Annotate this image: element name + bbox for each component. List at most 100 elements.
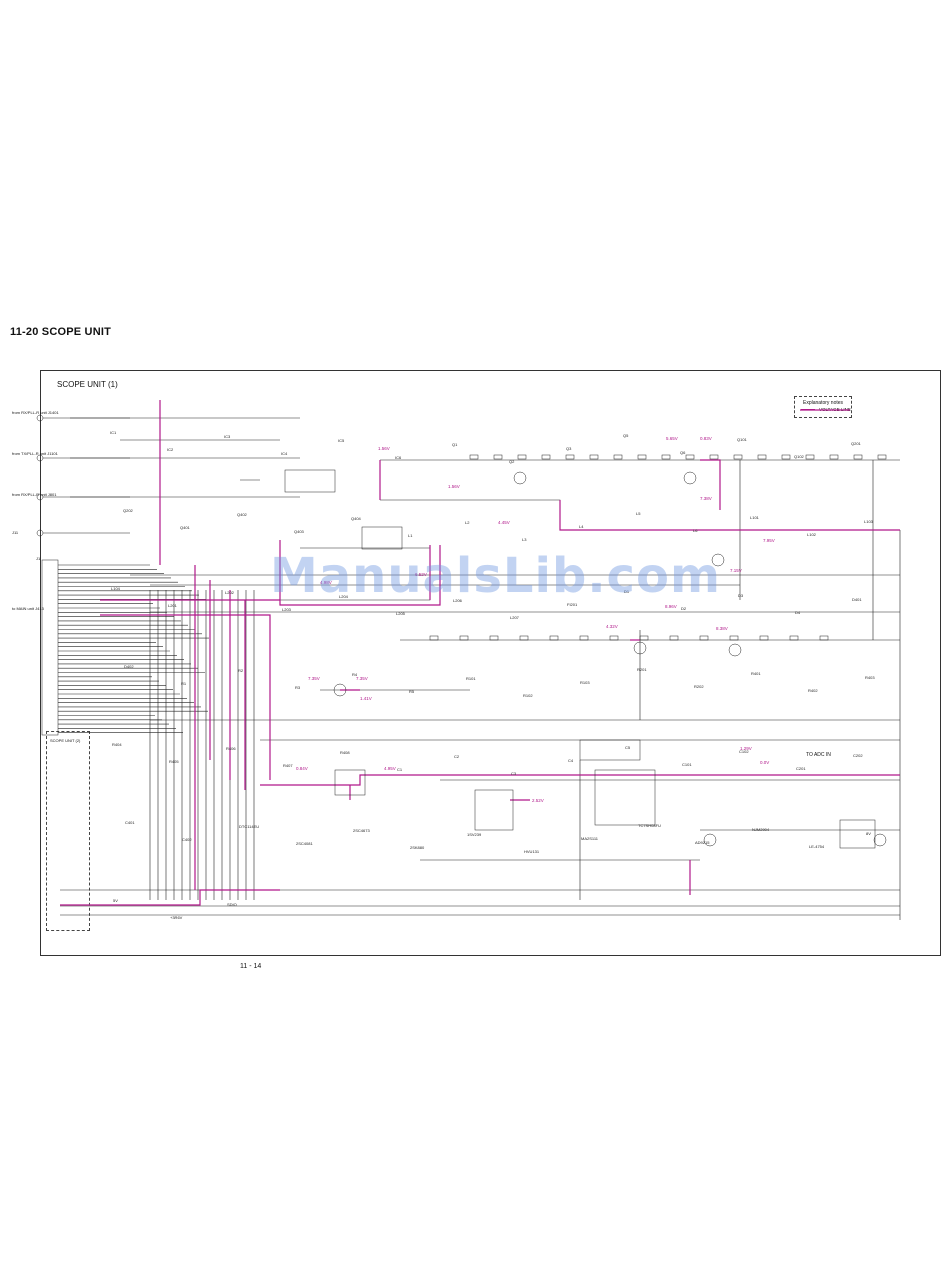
transistor [703,833,717,847]
voltage-label: 1.29V [740,746,752,751]
component-label: 5V [113,898,118,903]
component-label: L102 [807,532,816,537]
component-label: L103 [864,519,873,524]
inductor [669,635,679,641]
component-label: L202 [225,590,234,595]
component-label: C4 [568,758,574,763]
component-label: L201 [168,603,177,608]
component-label: C201 [796,766,806,771]
voltage-label: 8.38V [716,626,728,631]
component-label: R1 [181,681,187,686]
inductor [469,454,479,460]
component-label: R405 [169,759,179,764]
voltage-label: 7.35V [356,676,368,681]
component-label: L1 [408,533,413,538]
component-label: C101 [682,762,692,767]
connector-tag: to MAIN unit J413 [12,606,44,611]
component-label: Q404 [351,516,361,521]
component-label: 2SC4081 [296,841,313,846]
component-label: L203 [282,607,291,612]
component-label: IC6 [395,455,402,460]
component-label: C402 [182,837,192,842]
voltage-label: 7.95V [763,538,775,543]
inductor [565,454,575,460]
voltage-label: 1.41V [360,696,372,701]
voltage-label: 4.98V [320,580,332,585]
coax-connector [36,454,44,462]
component-label: L207 [510,615,519,620]
component-label: Q1 [452,442,458,447]
ic-amp [474,789,514,831]
inductor [489,635,499,641]
inductor [789,635,799,641]
voltage-label: 6.52V [415,572,427,577]
component-label: D401 [852,597,862,602]
inductor [517,454,527,460]
component-label: Q102 [794,454,804,459]
component-label: R101 [466,676,476,681]
transistor [513,471,527,485]
component-label: D3 [738,593,744,598]
voltage-label: 4.32V [606,624,618,629]
inductor [757,454,767,460]
inductor [877,454,887,460]
component-label: C3 [511,771,517,776]
component-label: Q3 [566,446,572,451]
inductor [637,454,647,460]
section-title: 11-20 SCOPE UNIT [10,326,112,338]
page-number: 11 - 14 [240,963,262,970]
legend-title: Explanatory notes [803,400,844,406]
coax-connector [36,493,44,501]
component-label: 8V [866,831,871,836]
inductor [729,635,739,641]
ic-vco [361,526,403,550]
component-label: 2SC4673 [353,828,370,833]
inductor [709,454,719,460]
component-label: Q5 [623,433,629,438]
voltage-label: 0.0V [760,760,770,765]
transistor [728,643,742,657]
component-label: R3 [295,685,301,690]
voltage-label: 2.52V [532,798,544,803]
connector-tag: J1 [36,556,41,561]
scope-unit-2-box [46,731,90,931]
component-label: Q403 [294,529,304,534]
inductor [853,454,863,460]
inductor [781,454,791,460]
inductor [759,635,769,641]
wire [559,500,900,531]
inductor [613,454,623,460]
voltage-label: 0.83V [700,436,712,441]
component-label: R103 [580,680,590,685]
transistor [333,683,347,697]
component-label: HVU131 [524,849,540,854]
inductor [429,635,439,641]
wire [260,774,900,786]
component-label: L3 [522,537,527,542]
inductor [609,635,619,641]
ic-mixer [284,469,336,493]
component-label: AD9215 [695,840,710,845]
component-label: IC5 [338,438,345,443]
sub-unit-box-label: SCOPE UNIT (2) [50,738,81,743]
component-label: R406 [226,746,236,751]
inductor [829,454,839,460]
inductor [589,454,599,460]
component-label: C202 [853,753,863,758]
voltage-label: 7.38V [700,496,712,501]
component-label: IC4 [281,451,288,456]
coax-connector [36,529,44,537]
wire [700,459,721,510]
voltage-label: 7.15V [730,568,742,573]
connector-j1 [41,559,59,736]
ic-buffer [579,739,641,761]
component-label: R5 [409,689,415,694]
component-label: C2 [454,754,460,759]
component-label: LE-4754 [809,844,825,849]
wire [60,889,280,906]
component-label: FI201 [567,602,578,607]
component-label: D1 [624,589,630,594]
schematic-frame [40,370,941,956]
wire [279,540,441,606]
ic-regulator [334,769,366,796]
